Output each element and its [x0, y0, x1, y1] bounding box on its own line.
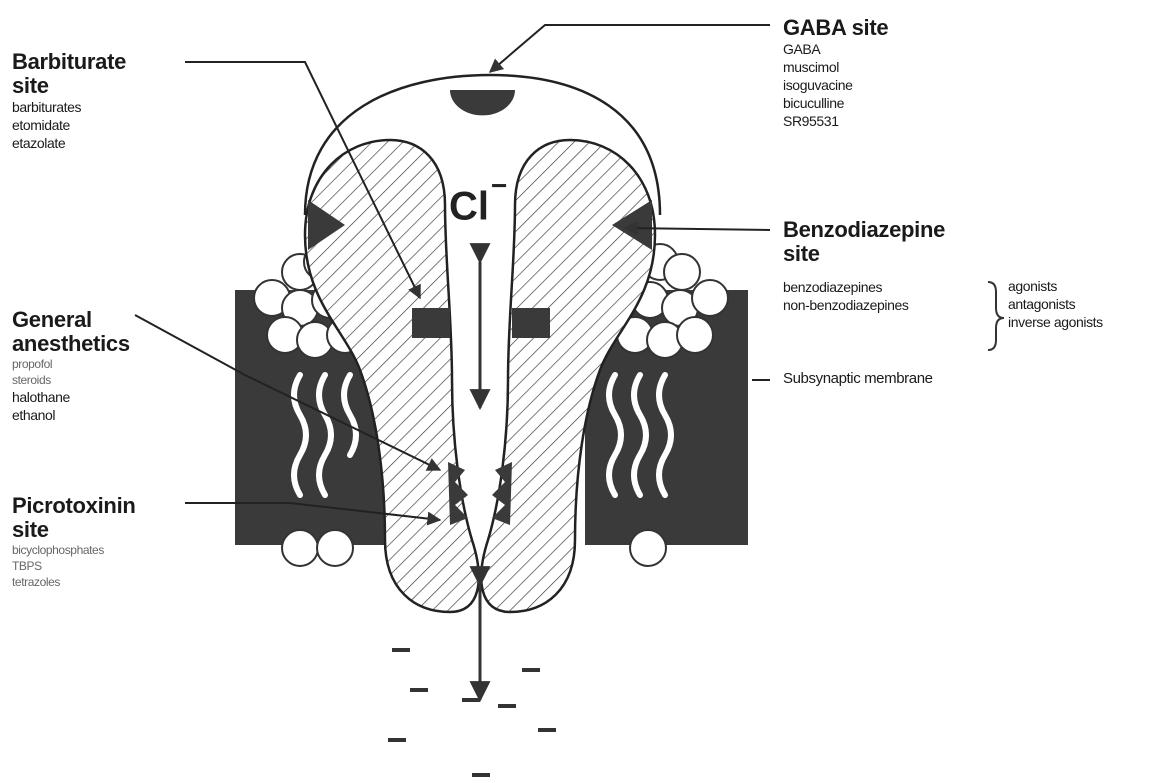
barbiturate-item: barbiturates — [12, 98, 126, 116]
gaba-item: bicuculline — [783, 94, 888, 112]
action-item: agonists — [1008, 277, 1103, 295]
benzodiazepine-actions: agonists antagonists inverse agonists — [1008, 277, 1103, 331]
picrotoxinin-site-title: Picrotoxinin — [12, 494, 136, 518]
general-anesthetics-title: General — [12, 308, 130, 332]
chloride-ion-label: Cl− — [449, 180, 507, 229]
action-item: antagonists — [1008, 295, 1103, 313]
anesthetic-item: halothane — [12, 388, 130, 406]
general-anesthetics-label: General anesthetics propofol steroids ha… — [12, 308, 130, 424]
general-anesthetics-title-2: anesthetics — [12, 332, 130, 356]
gaba-item: muscimol — [783, 58, 888, 76]
gaba-item: isoguvacine — [783, 76, 888, 94]
barbiturate-binding-site-left — [412, 308, 450, 338]
anesthetic-item: propofol — [12, 356, 130, 372]
barbiturate-site-label: Barbiturate site barbiturates etomidate … — [12, 50, 126, 152]
picrotoxinin-binding-site-right — [492, 462, 512, 525]
barbiturate-item: etomidate — [12, 116, 126, 134]
barbiturate-site-title: Barbiturate — [12, 50, 126, 74]
picrotoxinin-item: tetrazoles — [12, 574, 136, 590]
picrotoxinin-site-title-2: site — [12, 518, 136, 542]
barbiturate-item: etazolate — [12, 134, 126, 152]
gaba-item: GABA — [783, 40, 888, 58]
picrotoxinin-item: bicyclophosphates — [12, 542, 136, 558]
benzodiazepine-item: non-benzodiazepines — [783, 296, 945, 314]
barbiturate-binding-site-right — [512, 308, 550, 338]
benzodiazepine-site-title: Benzodiazepine — [783, 218, 945, 242]
barbiturate-site-title-2: site — [12, 74, 126, 98]
gaba-site-label: GABA site GABA muscimol isoguvacine bicu… — [783, 16, 888, 130]
picrotoxinin-binding-site-left — [448, 462, 468, 525]
benzodiazepine-site-title-2: site — [783, 242, 945, 266]
picrotoxinin-item: TBPS — [12, 558, 136, 574]
anesthetic-item: ethanol — [12, 406, 130, 424]
anesthetic-item: steroids — [12, 372, 130, 388]
charge-dashes — [388, 650, 556, 775]
subsynaptic-membrane-label: Subsynaptic membrane — [783, 370, 933, 388]
gaba-item: SR95531 — [783, 112, 888, 130]
action-item: inverse agonists — [1008, 313, 1103, 331]
benzodiazepine-site-label: Benzodiazepine site benzodiazepines non-… — [783, 218, 945, 314]
picrotoxinin-site-label: Picrotoxinin site bicyclophosphates TBPS… — [12, 494, 136, 590]
gaba-site-title: GABA site — [783, 16, 888, 40]
ion-charge: − — [491, 170, 507, 201]
action-bracket — [988, 282, 1004, 350]
benzodiazepine-item: benzodiazepines — [783, 278, 945, 296]
